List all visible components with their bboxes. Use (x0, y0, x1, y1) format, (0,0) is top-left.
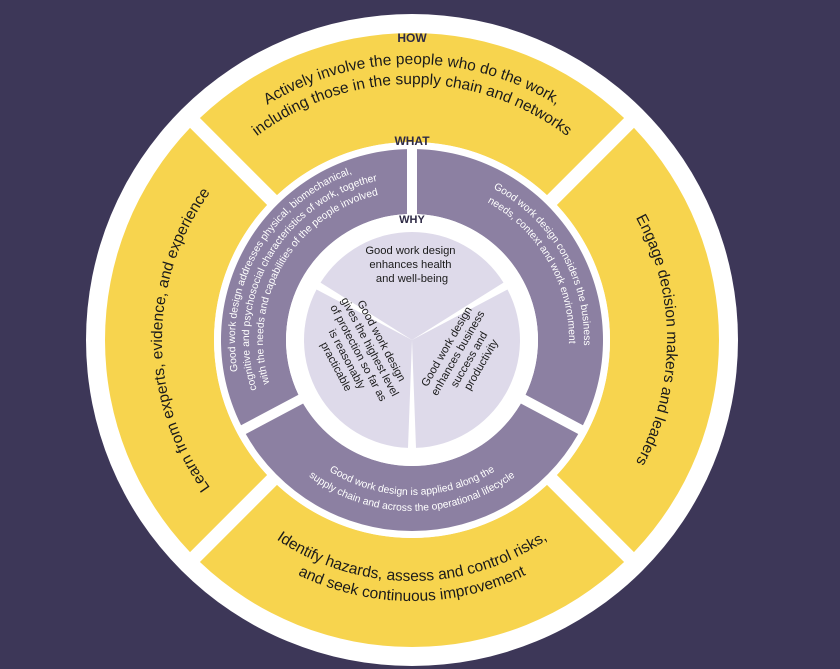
what-segment-left (221, 149, 408, 426)
why-top-text: Good work design enhances health and wel… (365, 245, 458, 285)
why-ring (303, 231, 520, 448)
what-label: WHAT (394, 134, 430, 148)
why-segment-top (320, 231, 504, 340)
why-top-line-3: and well-being (376, 273, 448, 285)
how-label: HOW (397, 31, 427, 45)
why-segment-right (412, 289, 520, 448)
how-segment-bottom (199, 484, 625, 648)
how-segment-left (105, 127, 268, 553)
what-segment-right (416, 149, 604, 426)
what-segment-bottom (245, 403, 579, 531)
why-top-line-1: Good work design (365, 245, 455, 257)
why-top-line-2: enhances health (369, 259, 451, 271)
why-segment-left (303, 289, 412, 448)
how-segment-top (199, 32, 625, 196)
why-label: WHY (399, 214, 425, 226)
how-segment-right (556, 127, 719, 553)
